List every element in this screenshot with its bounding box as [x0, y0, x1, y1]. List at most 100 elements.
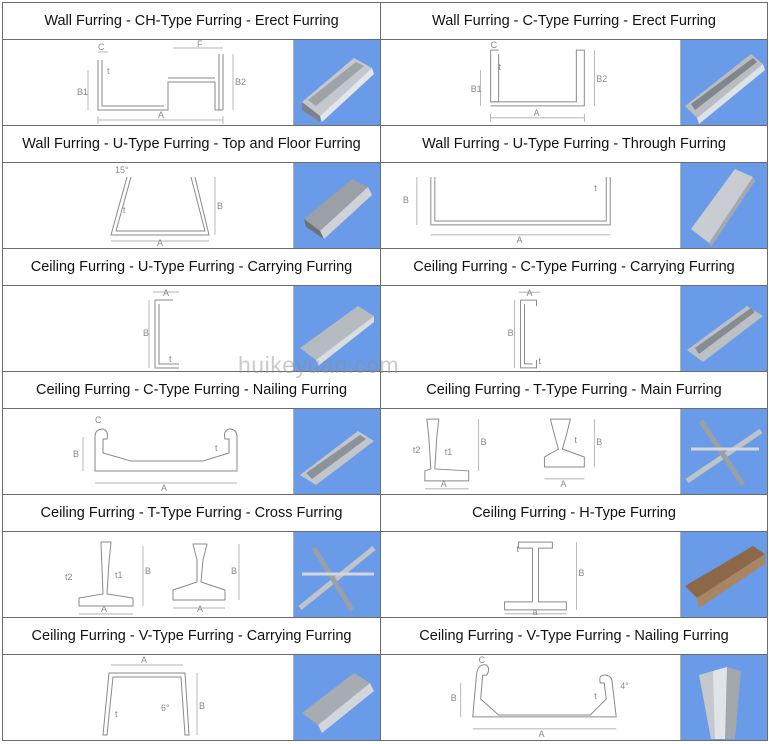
dim-t: t	[499, 62, 502, 72]
dim-t: t	[517, 544, 520, 554]
cell-title: Ceiling Furring - V-Type Furring - Carry…	[3, 618, 380, 655]
cell-v-nailing: Ceiling Furring - V-Type Furring - Naili…	[381, 618, 768, 741]
cell-t-main: Ceiling Furring - T-Type Furring - Main …	[381, 372, 768, 495]
cell-body: A B t	[381, 163, 767, 248]
t-type-profile-drawing: A t2 t1 B A B t	[381, 409, 680, 494]
cell-body: A t2 t1 B A B	[3, 532, 380, 617]
v-type-profile-drawing: A B C t 4°	[381, 655, 680, 740]
dim-a: A	[141, 655, 147, 665]
cell-h-type: Ceiling Furring - H-Type Furring a B t	[381, 495, 768, 618]
dim-t: t	[215, 443, 218, 453]
cell-title: Ceiling Furring - C-Type Furring - Naili…	[3, 372, 380, 409]
dim-b: B	[481, 437, 487, 447]
dim-a: A	[560, 479, 566, 489]
ch-type-profile-drawing: A B1 B2 C F t	[3, 40, 293, 125]
dim-a: A	[163, 288, 169, 298]
dim-a: A	[157, 238, 163, 248]
cell-title: Wall Furring - CH-Type Furring - Erect F…	[3, 3, 380, 40]
cell-title: Ceiling Furring - H-Type Furring	[381, 495, 767, 532]
dim-a: A	[161, 483, 167, 493]
dim-t: t	[594, 691, 597, 701]
cell-body: A B t	[381, 286, 767, 371]
cell-ch-erect: Wall Furring - CH-Type Furring - Erect F…	[3, 3, 381, 126]
dim-a: A	[533, 108, 539, 118]
product-photo	[293, 40, 380, 125]
dim-b: B	[451, 693, 457, 703]
cell-c-erect: Wall Furring - C-Type Furring - Erect Fu…	[381, 3, 768, 126]
dim-b: B	[403, 195, 409, 205]
dim-c: C	[479, 655, 486, 665]
cell-title: Ceiling Furring - U-Type Furring - Carry…	[3, 249, 380, 286]
dim-c: C	[491, 40, 498, 50]
cell-body: A B t 6°	[3, 655, 380, 740]
dim-b1: B1	[77, 87, 88, 97]
dim-t1: t1	[115, 570, 123, 580]
dim-b: B	[508, 328, 514, 338]
c-type-profile-drawing: A B1 B2 C t	[381, 40, 680, 125]
u-type-profile-drawing: A B t	[3, 286, 293, 371]
dim-angle: 4°	[620, 681, 629, 691]
cell-title: Ceiling Furring - C-Type Furring - Carry…	[381, 249, 767, 286]
dim-t: t	[574, 435, 577, 445]
dim-t: t	[538, 356, 541, 366]
dim-t: t	[107, 66, 110, 76]
dim-b: B	[145, 566, 151, 576]
u-type-profile-drawing: A B 15° t	[3, 163, 293, 248]
dim-angle: 6°	[161, 703, 170, 713]
u-type-profile-drawing: A B t	[381, 163, 680, 248]
cell-title: Ceiling Furring - T-Type Furring - Main …	[381, 372, 767, 409]
cell-body: A B1 B2 C t	[381, 40, 767, 125]
cell-body: A B C t 4°	[381, 655, 767, 740]
cell-u-through: Wall Furring - U-Type Furring - Through …	[381, 126, 768, 249]
cell-body: A B1 B2 C F t	[3, 40, 380, 125]
dim-b: B	[231, 566, 237, 576]
cell-title: Wall Furring - U-Type Furring - Through …	[381, 126, 767, 163]
h-type-profile-drawing: a B t	[381, 532, 680, 617]
dim-a: A	[441, 479, 447, 489]
product-photo	[680, 409, 767, 494]
dim-a: A	[538, 729, 544, 739]
cell-title: Ceiling Furring - V-Type Furring - Naili…	[381, 618, 767, 655]
product-photo	[293, 655, 380, 740]
dim-t1: t1	[445, 447, 452, 457]
cell-body: A B 15° t	[3, 163, 380, 248]
dim-t: t	[123, 205, 126, 215]
cell-title: Wall Furring - U-Type Furring - Top and …	[3, 126, 380, 163]
dim-b: B	[578, 568, 584, 578]
cell-body: A B C t	[3, 409, 380, 494]
dim-a: a	[532, 607, 537, 617]
cell-u-top-floor: Wall Furring - U-Type Furring - Top and …	[3, 126, 381, 249]
dim-b2: B2	[596, 74, 607, 84]
dim-b: B	[199, 701, 205, 711]
dim-b: B	[73, 449, 79, 459]
cell-body: a B t	[381, 532, 767, 617]
cell-t-cross: Ceiling Furring - T-Type Furring - Cross…	[3, 495, 381, 618]
cell-title: Wall Furring - C-Type Furring - Erect Fu…	[381, 3, 767, 40]
dim-a: A	[527, 288, 533, 298]
dim-t: t	[594, 183, 597, 193]
dim-a: A	[101, 604, 107, 614]
dim-f: F	[197, 40, 203, 49]
dim-a: A	[197, 604, 203, 614]
dim-t: t	[169, 354, 172, 364]
product-photo	[680, 532, 767, 617]
t-type-profile-drawing: A t2 t1 B A B	[3, 532, 293, 617]
c-type-profile-drawing: A B t	[381, 286, 680, 371]
v-type-profile-drawing: A B t 6°	[3, 655, 293, 740]
product-photo	[680, 286, 767, 371]
dim-b: B	[143, 328, 149, 338]
cell-c-nailing: Ceiling Furring - C-Type Furring - Naili…	[3, 372, 381, 495]
cell-body: A t2 t1 B A B t	[381, 409, 767, 494]
dim-b: B	[596, 437, 602, 447]
dim-t2: t2	[413, 445, 420, 455]
dim-t2: t2	[65, 572, 73, 582]
dim-angle: 15°	[115, 165, 129, 175]
dim-b2: B2	[235, 77, 246, 87]
product-photo	[293, 409, 380, 494]
product-photo	[293, 286, 380, 371]
cell-u-carrying: Ceiling Furring - U-Type Furring - Carry…	[3, 249, 381, 372]
dim-b1: B1	[471, 84, 482, 94]
dim-c: C	[98, 42, 105, 52]
product-photo	[293, 532, 380, 617]
